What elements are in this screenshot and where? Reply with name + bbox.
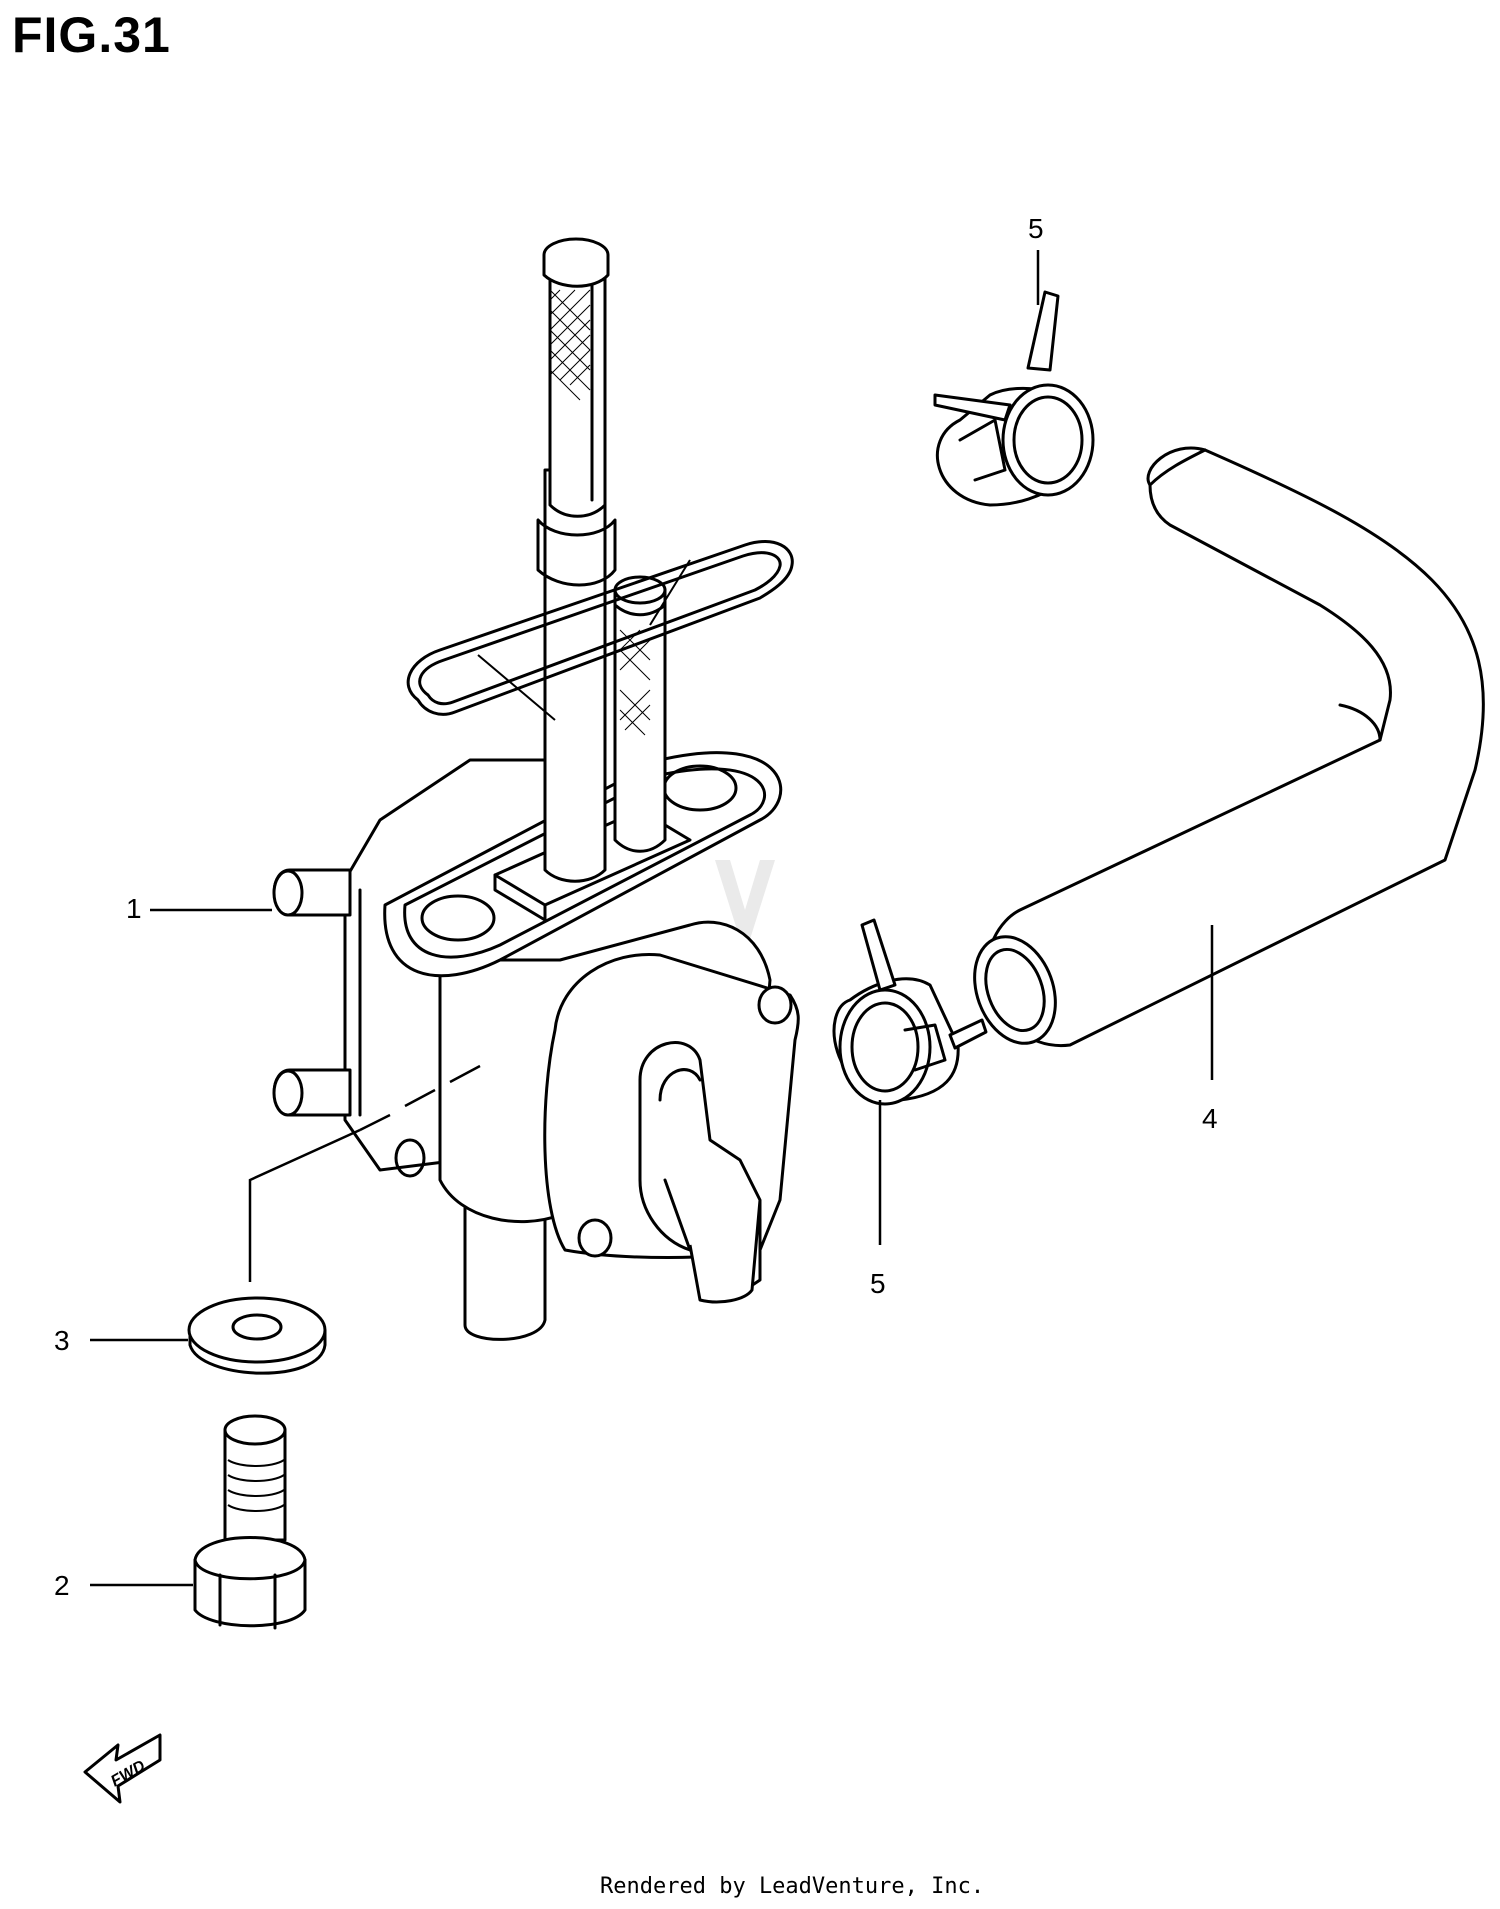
leader-line-3-dashed (359, 1064, 481, 1132)
fuel-hose-drawing (973, 446, 1485, 1048)
hose-clamp-upper-drawing (933, 290, 1095, 507)
callout-5-lower: 5 (870, 1268, 886, 1299)
callout-5-upper: 5 (1028, 213, 1044, 244)
callout-2: 2 (54, 1570, 70, 1601)
figure-title: FIG.31 (12, 7, 171, 63)
bolt-drawing (193, 1414, 307, 1630)
callout-3: 3 (54, 1325, 70, 1356)
fwd-direction-arrow: FWD (83, 1733, 162, 1804)
callout-1: 1 (126, 893, 142, 924)
fuel-cock-drawing (272, 237, 800, 1341)
render-credit: Rendered by LeadVenture, Inc. (600, 1874, 985, 1899)
hose-clamp-lower-drawing (832, 918, 988, 1106)
filter-mesh-upper (549, 289, 591, 401)
leader-line-3-vertical (248, 1128, 361, 1282)
washer-drawing (187, 1296, 327, 1375)
callout-4: 4 (1202, 1103, 1218, 1134)
leader-lines (90, 250, 1214, 1587)
